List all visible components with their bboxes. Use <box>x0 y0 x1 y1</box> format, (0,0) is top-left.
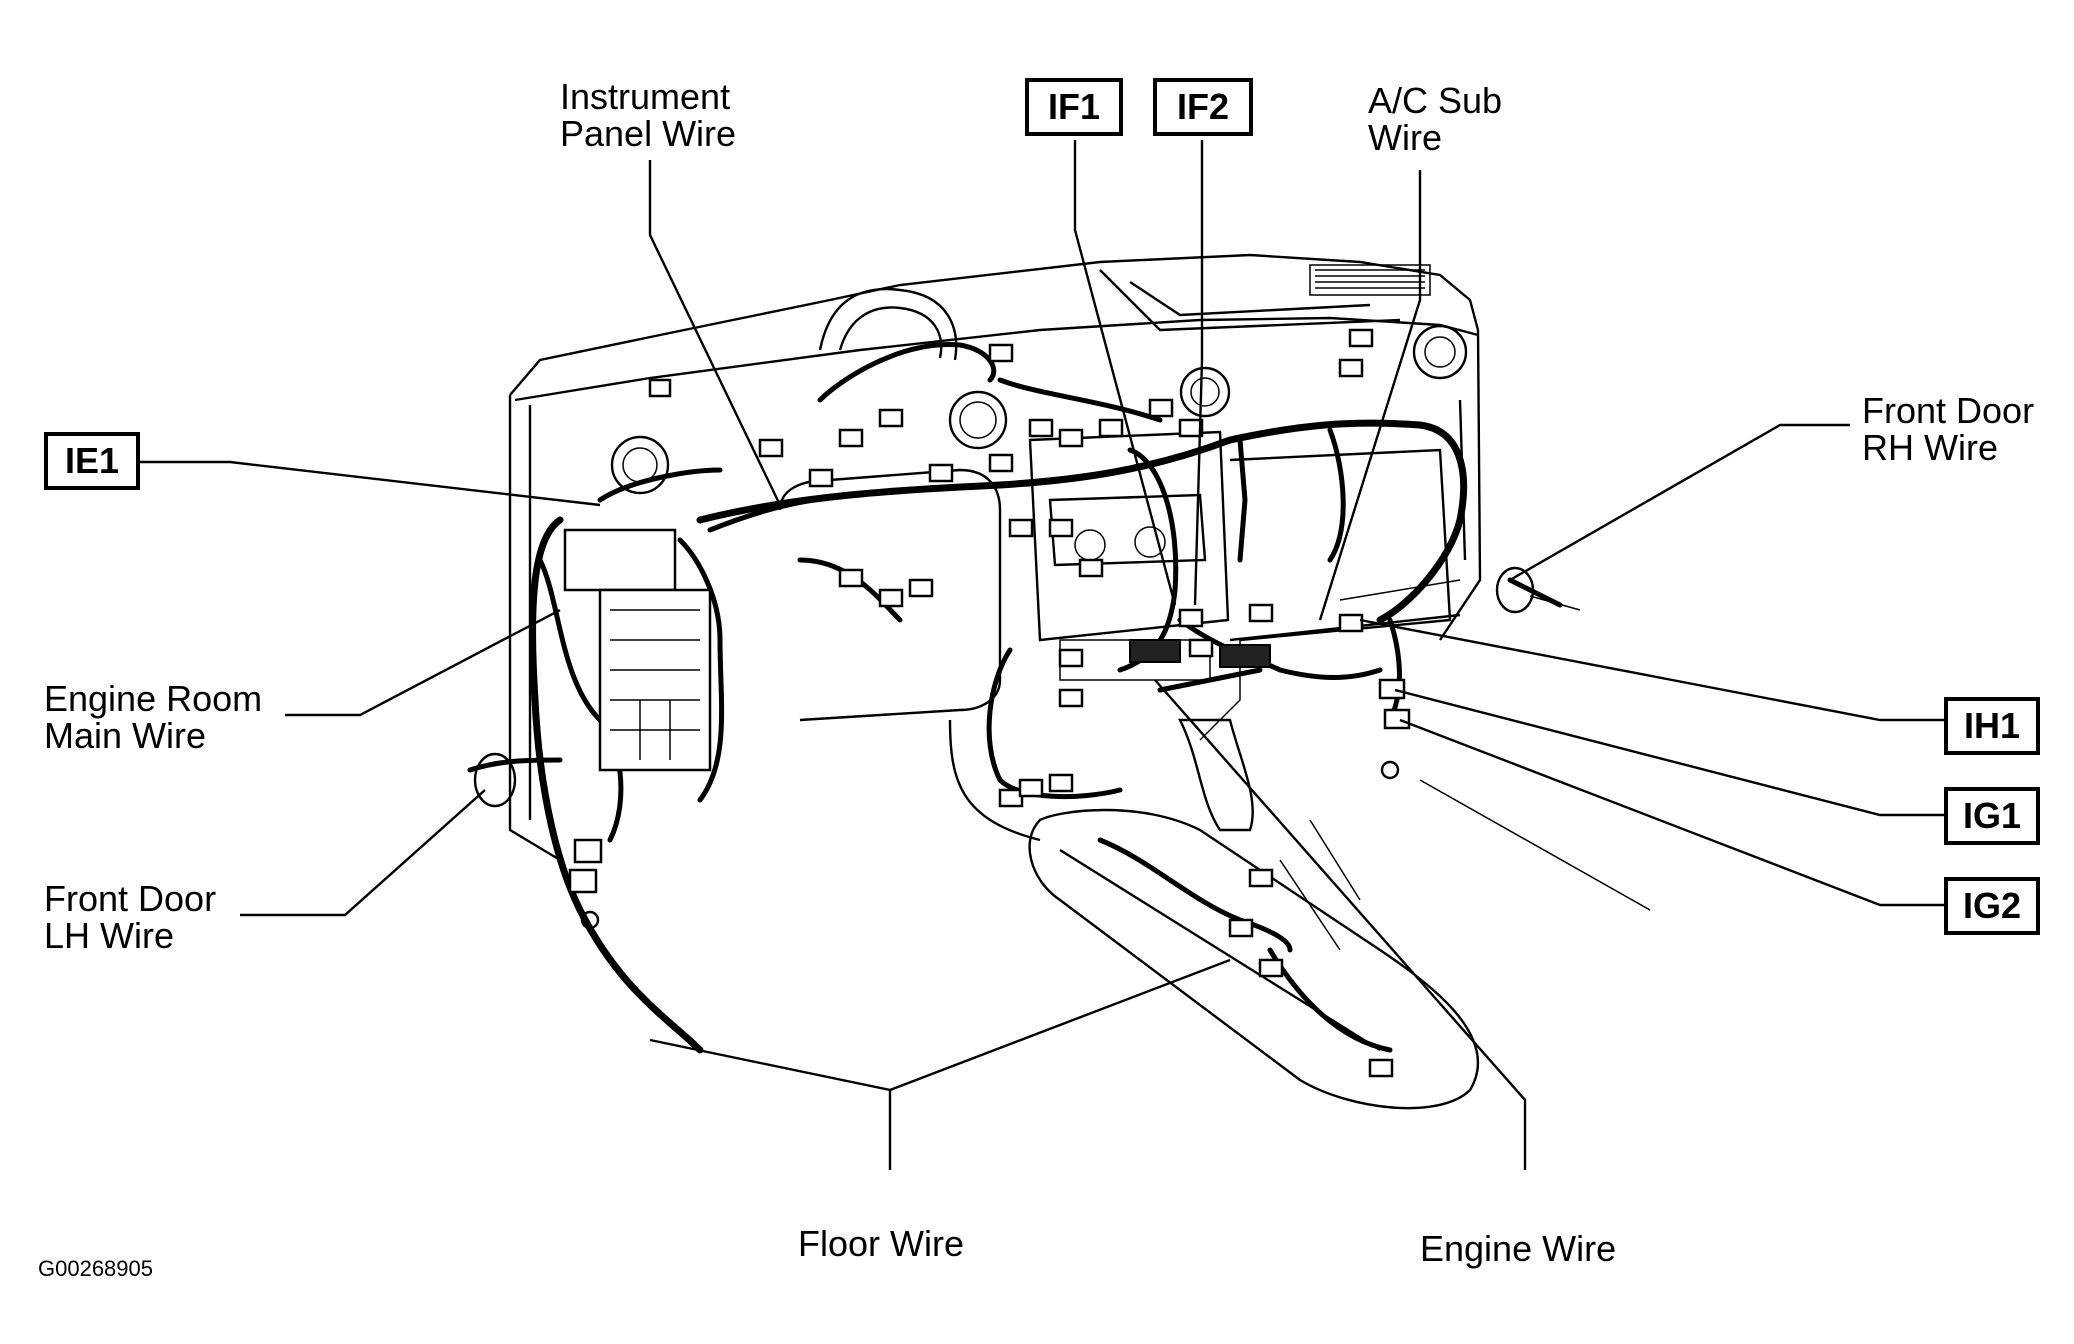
connector-code-ie1: IE1 <box>44 432 140 490</box>
connector <box>1188 638 1214 658</box>
connector <box>808 468 834 488</box>
connector-code-ih1: IH1 <box>1944 697 2040 755</box>
connector-code-if2: IF2 <box>1153 78 1253 136</box>
connector <box>1129 639 1181 663</box>
label-line-2: Wire <box>1368 117 1442 158</box>
label-front-door-rh-wire: Front Door RH Wire <box>1862 392 2034 466</box>
label-line-2: Panel Wire <box>560 113 737 154</box>
connector <box>758 438 784 458</box>
label-line-1: Engine Room <box>44 678 263 719</box>
relay-block <box>563 528 677 592</box>
connector <box>1248 868 1274 888</box>
connector <box>998 788 1024 808</box>
label-line-2: Main Wire <box>44 715 207 756</box>
connector <box>838 568 864 588</box>
label-floor-wire: Floor Wire <box>798 1223 965 1264</box>
connector <box>1058 688 1084 708</box>
label-line-1: Instrument <box>560 76 731 117</box>
label-instrument-panel-wire: Instrument Panel Wire <box>560 78 736 152</box>
label-line-2: LH Wire <box>44 915 175 956</box>
connector <box>1058 428 1084 448</box>
grommet-lh <box>473 752 517 808</box>
connector <box>838 428 864 448</box>
label-line-2: RH Wire <box>1862 427 1998 468</box>
junction-block <box>598 588 712 772</box>
label-engine-room-main-wire: Engine Room Main Wire <box>44 680 262 754</box>
connector <box>1048 773 1074 793</box>
connector <box>988 343 1014 363</box>
connector <box>648 378 672 398</box>
connector <box>568 868 598 894</box>
connector <box>988 453 1014 473</box>
connector-code-if1: IF1 <box>1025 78 1123 136</box>
connector <box>1248 603 1274 623</box>
connector <box>1228 918 1254 938</box>
connector <box>1378 678 1406 700</box>
connector <box>1258 958 1284 978</box>
figure-code: G00268905 <box>38 1256 153 1281</box>
connector <box>1148 398 1174 418</box>
connector <box>928 463 954 483</box>
label-engine-wire: Engine Wire <box>1420 1228 1617 1269</box>
connector <box>1338 358 1364 378</box>
connector <box>1058 648 1084 668</box>
connectors <box>473 328 1581 1078</box>
connector <box>1368 1058 1394 1078</box>
connector <box>1338 613 1364 633</box>
connector <box>1178 418 1204 438</box>
connector <box>1348 328 1374 348</box>
connector <box>878 408 904 428</box>
connector <box>908 578 934 598</box>
connector <box>1008 518 1034 538</box>
label-front-door-lh-wire: Front Door LH Wire <box>44 880 216 954</box>
connector <box>1018 778 1044 798</box>
connector <box>1383 708 1411 730</box>
connector <box>1078 558 1104 578</box>
connector <box>1219 644 1271 668</box>
connector-code-ig1: IG1 <box>1944 787 2040 845</box>
connector <box>1028 418 1054 438</box>
label-line-1: A/C Sub <box>1368 80 1503 121</box>
connector-code-ig2: IG2 <box>1944 877 2040 935</box>
label-line-1: Front Door <box>44 878 217 919</box>
connector <box>1178 608 1204 628</box>
connector <box>1098 418 1124 438</box>
connector <box>1048 518 1074 538</box>
label-line-1: Front Door <box>1862 390 2035 431</box>
connector <box>878 588 904 608</box>
label-ac-sub-wire: A/C Sub Wire <box>1368 82 1502 156</box>
connector <box>573 838 603 864</box>
leader-lines <box>140 140 1944 1170</box>
grommet-rh <box>1495 566 1535 614</box>
